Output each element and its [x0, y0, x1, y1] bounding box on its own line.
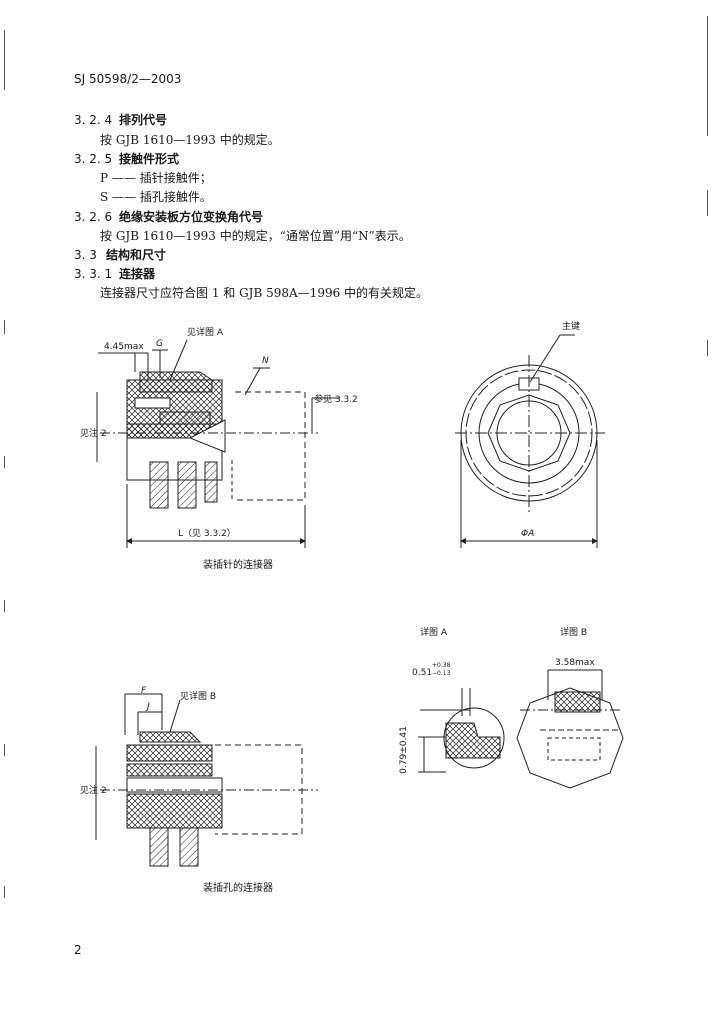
detail-a-title: 详图 A: [420, 628, 448, 638]
detail-a-tol-lower: −0.13: [432, 670, 451, 677]
label-n: N: [262, 356, 269, 366]
detail-a-dim: 0.51: [412, 668, 433, 678]
section-number: 3. 2. 5: [74, 152, 113, 166]
detail-b-dim: 3.58max: [555, 658, 595, 668]
section-title: 结构和尺寸: [106, 248, 167, 262]
detail-b-drawing: [516, 669, 624, 789]
dim-4-45max-label: 4.45max: [104, 342, 144, 352]
ref-3-3-2-label: 参见 3.3.2: [314, 395, 358, 405]
list-item: S —— 插孔接触件。: [100, 190, 212, 204]
section-number: 3. 2. 6: [74, 210, 113, 224]
section-title: 排列代号: [119, 113, 168, 127]
pin-connector-drawing: [96, 339, 340, 548]
section-number: 3. 3. 1: [74, 267, 113, 281]
detail-a-tol-upper: +0.38: [432, 662, 451, 669]
note-2-label: 见注 2: [80, 429, 107, 439]
dim-phi-a-label: ΦA: [521, 529, 535, 539]
detail-b-title: 详图 B: [560, 628, 588, 638]
binding-mark: [4, 30, 5, 90]
detail-a-drawing: [418, 688, 505, 773]
section-title: 接触件形式: [119, 152, 180, 166]
note-2-label: 见注 2: [80, 786, 107, 796]
list-item: P —— 插针接触件；: [100, 171, 212, 185]
socket-connector-caption: 装插孔的连接器: [203, 883, 273, 894]
binding-mark: [707, 190, 708, 216]
page-number: 2: [74, 943, 82, 957]
dim-l-label: L（见 3.3.2）: [178, 529, 236, 539]
detail-a-vertical-dim: 0.79±0.41: [398, 726, 409, 774]
document-number: SJ 50598/2—2003: [74, 72, 182, 86]
section-number: 3. 3: [74, 248, 97, 262]
binding-mark: [4, 744, 5, 756]
binding-mark: [707, 340, 708, 356]
section-title: 连接器: [119, 267, 156, 281]
binding-mark: [4, 320, 5, 334]
binding-mark: [4, 456, 5, 468]
pin-connector-caption: 装插针的连接器: [203, 560, 273, 571]
detail-a-callout: 见详图 A: [187, 328, 224, 338]
section-number: 3. 2. 4: [74, 113, 113, 127]
dim-g-label: G: [156, 339, 163, 349]
dim-f-label: F: [141, 686, 147, 696]
socket-connector-drawing: [95, 693, 318, 867]
binding-mark: [707, 16, 708, 136]
front-view-drawing: [455, 334, 605, 548]
dim-j-label: J: [147, 702, 150, 712]
binding-mark: [4, 886, 5, 898]
main-key-label: 主键: [562, 322, 581, 332]
section-body: 按 GJB 1610—1993 中的规定，“通常位置”用“N”表示。: [100, 229, 411, 243]
binding-mark: [4, 600, 5, 612]
section-body: 连接器尺寸应符合图 1 和 GJB 598A—1996 中的有关规定。: [100, 286, 429, 300]
section-title: 绝缘安装板方位变换角代号: [119, 210, 264, 224]
section-body: 按 GJB 1610—1993 中的规定。: [100, 133, 280, 147]
detail-b-callout: 见详图 B: [180, 692, 217, 702]
